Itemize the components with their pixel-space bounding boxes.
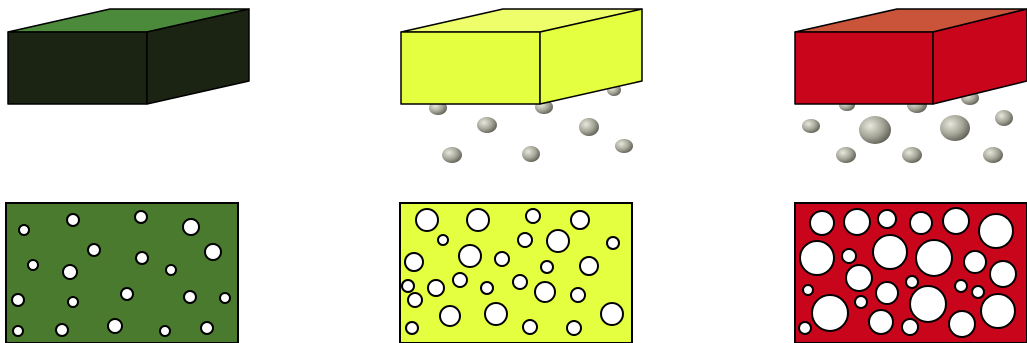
pore-hole [12,294,24,306]
pore-hole [812,295,848,331]
box-front-face [795,32,933,104]
pore-hole [842,249,856,263]
pore-hole [869,310,893,334]
pore-hole [121,288,133,300]
panel-dark-green [6,9,249,343]
pore-hole [910,286,946,322]
pore-hole [166,265,176,275]
sediment-particle [836,147,856,163]
pore-hole [601,303,623,325]
open-box-yellow [401,9,642,104]
pore-hole [803,285,813,295]
pore-hole [567,321,581,335]
sediment-particle [579,118,599,136]
pore-hole [513,275,527,289]
pore-hole [184,291,196,303]
pore-hole [571,288,585,302]
pore-hole [906,276,918,288]
sediment-particle [995,110,1013,126]
pore-hole [799,322,811,334]
sediment-particle [477,117,497,133]
pore-hole [453,273,467,287]
sample-block [6,203,238,343]
pore-hole [88,244,100,256]
pore-hole [160,326,170,336]
sediment-particle [902,147,922,163]
pore-hole [408,293,422,307]
panel-yellow [400,9,642,343]
pore-hole [28,260,38,270]
pore-hole [428,280,444,296]
pore-hole [440,306,460,326]
sediment-particle [940,115,970,141]
pore-hole [526,209,540,223]
sediment-particle [522,146,540,162]
pore-hole [406,322,418,334]
pore-hole [910,212,932,234]
pore-hole [949,311,975,337]
pore-hole [571,211,589,229]
pore-hole [405,253,423,271]
pore-hole [56,324,68,336]
pore-hole [876,282,898,304]
sediment-particle [983,147,1003,163]
pore-hole [495,252,509,266]
pore-hole [220,293,230,303]
pore-hole [943,208,969,234]
pore-hole [135,211,147,223]
pore-hole [63,265,77,279]
pore-hole [467,209,489,231]
pore-hole [481,282,493,294]
pore-hole [108,319,122,333]
open-box-dark-green [8,9,249,104]
pore-hole [67,214,79,226]
pore-hole [878,210,896,228]
pore-hole [990,261,1016,287]
pore-hole [800,241,834,275]
box-front-face [8,32,147,104]
pore-hole [916,240,952,276]
porous-sample-dark-green [6,203,238,343]
pore-hole [580,257,598,275]
pore-hole [535,282,555,302]
pore-hole [13,326,23,336]
sediment-particle [442,147,462,163]
pore-hole [136,252,148,264]
pore-hole [846,265,872,291]
pore-hole [873,235,907,269]
pore-hole [981,294,1015,328]
pore-hole [68,297,78,307]
pore-hole [402,280,414,292]
pore-hole [810,211,834,235]
pore-hole [518,233,532,247]
panel-red [795,9,1027,343]
pore-hole [979,214,1013,248]
pore-hole [485,303,507,325]
pore-hole [523,320,537,334]
box-front-face [401,32,540,104]
pore-hole [972,286,984,298]
pore-hole [964,251,986,273]
pore-hole [547,230,569,252]
porous-sample-yellow [400,203,632,343]
sediment-particle [802,119,820,133]
pore-hole [438,235,448,245]
porous-sample-red [795,203,1027,343]
pore-hole [416,209,438,231]
pore-hole [201,322,213,334]
pore-hole [955,280,967,292]
pore-hole [541,261,553,273]
sediment-particle [859,116,891,144]
pore-hole [205,244,221,260]
sediment-particle [615,139,633,153]
pore-hole [459,245,481,267]
pore-hole [607,237,619,249]
pore-hole [855,296,867,308]
pore-hole [19,225,29,235]
pore-hole [183,219,199,235]
pore-hole [844,209,870,235]
open-box-red [795,9,1027,104]
pore-hole [902,319,918,335]
